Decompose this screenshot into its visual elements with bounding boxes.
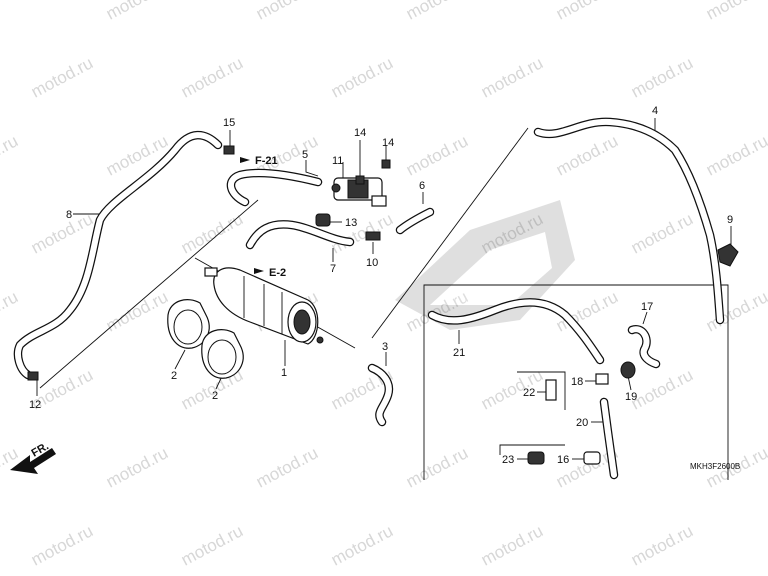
watermark-text: motod.ru bbox=[28, 521, 96, 569]
watermark-text: motod.ru bbox=[628, 521, 696, 569]
watermark-text: motod.ru bbox=[478, 521, 546, 569]
callout-2-upper: 2 bbox=[171, 370, 177, 382]
cap-19 bbox=[620, 361, 636, 379]
reference-e2-arrow-icon bbox=[254, 268, 264, 274]
callout-13: 13 bbox=[345, 217, 357, 229]
callout-18: 18 bbox=[571, 376, 583, 388]
bolt-14a bbox=[355, 175, 365, 185]
watermark-text: motod.ru bbox=[478, 365, 546, 413]
reference-e2[interactable]: E-2 bbox=[269, 267, 286, 279]
watermark-text: motod.ru bbox=[178, 521, 246, 569]
watermark-text: motod.ru bbox=[103, 131, 171, 179]
watermark-text: motod.ru bbox=[253, 0, 321, 24]
joint-18 bbox=[595, 373, 609, 385]
hose-4 bbox=[533, 117, 725, 325]
callout-14-right: 14 bbox=[382, 137, 394, 149]
watermark-text: motod.ru bbox=[403, 0, 471, 24]
hose-3 bbox=[367, 363, 394, 427]
watermark-text: motod.ru bbox=[28, 209, 96, 257]
clip-23 bbox=[527, 451, 545, 465]
watermark-text: motod.ru bbox=[0, 0, 21, 24]
callout-labels: 15 4 8 12 5 11 14 14 6 13 7 10 9 1 2 2 3… bbox=[29, 105, 733, 466]
watermark-text: motod.ru bbox=[628, 365, 696, 413]
reference-f21[interactable]: F-21 bbox=[255, 155, 278, 167]
callout-10: 10 bbox=[366, 257, 378, 269]
watermark-text: motod.ru bbox=[628, 53, 696, 101]
callout-17: 17 bbox=[641, 301, 653, 313]
callout-14-left: 14 bbox=[354, 127, 366, 139]
watermark-text: motod.ru bbox=[103, 287, 171, 335]
watermark-text: motod.ru bbox=[178, 209, 246, 257]
watermark-text: motod.ru bbox=[178, 53, 246, 101]
watermark-text: motod.ru bbox=[0, 287, 21, 335]
evap-canister bbox=[204, 267, 324, 345]
watermark-text: motod.ru bbox=[328, 209, 396, 257]
hose-17 bbox=[627, 325, 661, 369]
joint-22 bbox=[545, 379, 557, 401]
callout-15: 15 bbox=[223, 117, 235, 129]
callout-16: 16 bbox=[557, 454, 569, 466]
callout-11: 11 bbox=[332, 155, 343, 167]
watermark-text: motod.ru bbox=[403, 443, 471, 491]
mounting-band-upper bbox=[167, 299, 210, 349]
watermark-text: motod.ru bbox=[328, 53, 396, 101]
clip-16 bbox=[583, 451, 601, 465]
watermark-text: motod.ru bbox=[0, 131, 21, 179]
watermark-text: motod.ru bbox=[103, 0, 171, 24]
watermark-text: motod.ru bbox=[553, 0, 621, 24]
watermark-text: motod.ru bbox=[703, 287, 768, 335]
mounting-band-lower bbox=[201, 329, 244, 379]
watermark-text: motod.ru bbox=[628, 209, 696, 257]
callout-20: 20 bbox=[576, 417, 588, 429]
callout-23: 23 bbox=[502, 454, 514, 466]
callout-2-lower: 2 bbox=[212, 390, 218, 402]
callout-12: 12 bbox=[29, 399, 41, 411]
watermark-text: motod.ru bbox=[553, 131, 621, 179]
hose-5 bbox=[226, 168, 323, 207]
callout-19: 19 bbox=[625, 391, 637, 403]
watermark-text: motod.ru bbox=[703, 0, 768, 24]
watermark-text: motod.ru bbox=[253, 443, 321, 491]
reference-f21-arrow-icon bbox=[240, 157, 250, 163]
watermark-text: motod.ru bbox=[28, 53, 96, 101]
callout-5: 5 bbox=[302, 149, 308, 161]
callout-9: 9 bbox=[727, 214, 733, 226]
callout-21: 21 bbox=[453, 347, 465, 359]
callout-22: 22 bbox=[523, 387, 535, 399]
watermark-text: motod.ru bbox=[478, 53, 546, 101]
hose-21 bbox=[427, 298, 605, 365]
callout-1: 1 bbox=[281, 367, 287, 379]
clip-12 bbox=[27, 371, 39, 381]
callout-8: 8 bbox=[66, 209, 72, 221]
joint-10 bbox=[365, 231, 381, 241]
callout-7: 7 bbox=[330, 263, 336, 275]
watermark-text: motod.ru bbox=[103, 443, 171, 491]
brand-wing-logo bbox=[395, 200, 575, 330]
hose-20 bbox=[599, 397, 619, 480]
bolt-14b bbox=[381, 159, 391, 169]
hose-7 bbox=[245, 220, 355, 250]
callout-3: 3 bbox=[382, 341, 388, 353]
watermark-text: motod.ru bbox=[328, 521, 396, 569]
callout-4: 4 bbox=[652, 105, 658, 117]
clip-9 bbox=[717, 243, 739, 267]
direction-arrow-icon bbox=[10, 448, 56, 474]
hose-6 bbox=[395, 207, 435, 235]
clip-15 bbox=[223, 145, 235, 155]
watermark-text: motod.ru bbox=[703, 131, 768, 179]
hose-8 bbox=[13, 130, 223, 380]
clamp-13 bbox=[315, 213, 331, 227]
watermark-text: motod.ru bbox=[403, 131, 471, 179]
callout-6: 6 bbox=[419, 180, 425, 192]
diagram-code: MKH3F2600B bbox=[690, 462, 740, 471]
